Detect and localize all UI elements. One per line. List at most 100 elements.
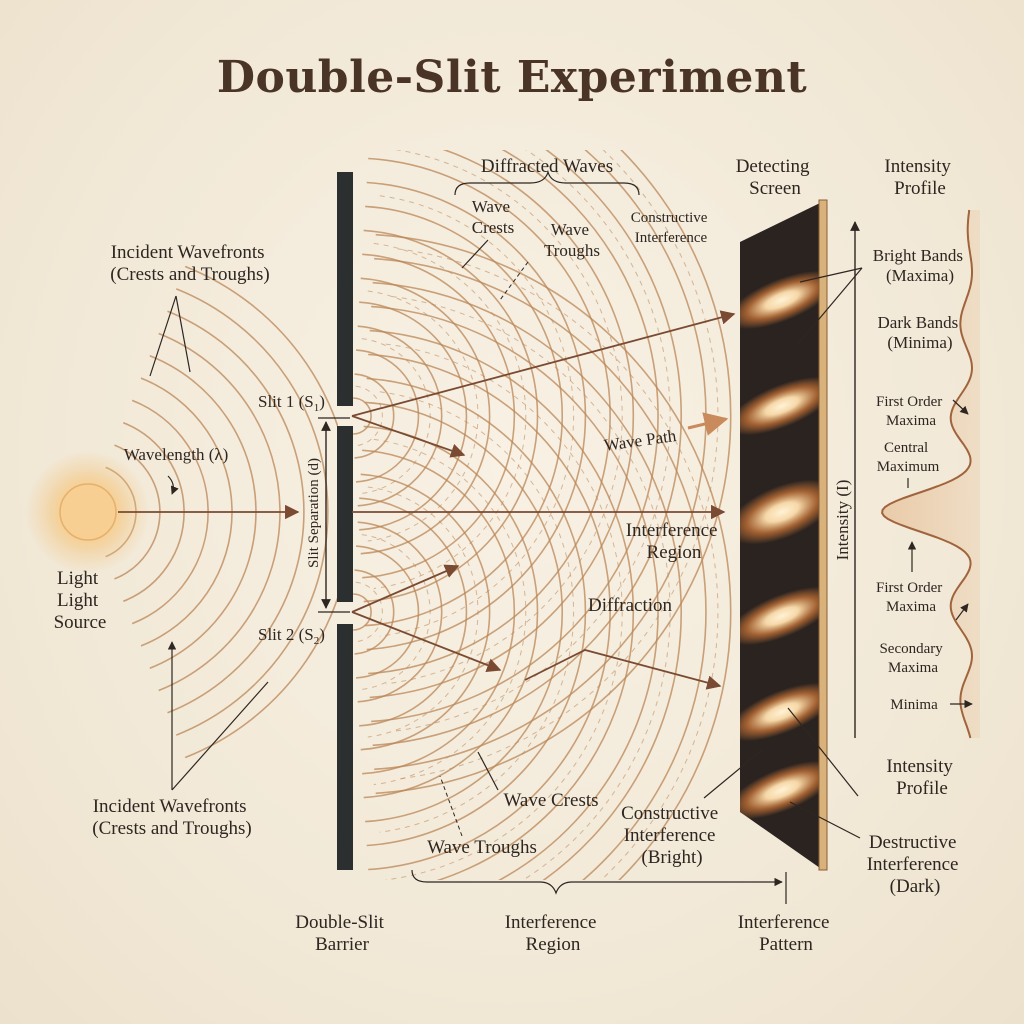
screen-bright-band [740, 760, 820, 820]
diffracted-crest-arc [374, 257, 707, 880]
label-intensity-profile-top: Intensity Profile [884, 156, 955, 199]
ray-s2-up [351, 564, 460, 613]
label-intensity-axis: Intensity (I) [833, 480, 852, 561]
label-central-max: Central Maximum [877, 440, 940, 475]
label-slit-2: Slit 2 (S2) [258, 625, 325, 647]
label-intensity-profile-bottom: Intensity Profile [886, 756, 957, 799]
diffracted-trough-arc [361, 338, 431, 494]
diffracted-crest-arc [357, 521, 443, 703]
diffracted-trough-arc [367, 486, 479, 738]
screen-edge [818, 199, 828, 871]
label-wave-troughs-top: Wave Troughs [544, 220, 600, 260]
label-wave-troughs-bottom: Wave Troughs [427, 837, 537, 858]
diffracted-crest-arc [356, 545, 420, 679]
label-incident-top: Incident Wavefronts (Crests and Troughs) [110, 242, 269, 285]
label-interference-region-bottom: Interference Region [505, 912, 602, 955]
label-wave-crests-bottom: Wave Crests [503, 790, 598, 811]
screen-bright-band [740, 479, 820, 545]
label-constructive-bottom: Constructive Interference (Bright) [621, 803, 723, 868]
label-interference-pattern: Interference Pattern [738, 912, 835, 955]
label-wavelength: Wavelength (λ) [124, 445, 229, 464]
label-incident-bottom: Incident Wavefronts (Crests and Troughs) [92, 796, 251, 839]
diffracted-trough-arc [373, 242, 527, 590]
label-destructive: Destructive Interference (Dark) [867, 832, 964, 897]
label-first-order-bottom: First Order Maxima [876, 580, 946, 615]
diffracted-crest-arc [353, 593, 372, 631]
diffracted-crest-arc [372, 150, 683, 747]
ray-diffraction [524, 649, 722, 690]
diffracted-crest-arc [369, 329, 635, 880]
ray-s1-top [351, 310, 736, 417]
label-wave-crests-top: Wave Crests [472, 197, 515, 237]
diffracted-trough-arc [391, 296, 671, 880]
label-bright-bands: Bright Bands (Maxima) [873, 246, 967, 285]
diffracted-crest-arc [360, 473, 491, 751]
diffracted-crest-arc [365, 401, 563, 823]
diffracted-crest-arc [372, 281, 683, 880]
diffracted-crest-arc [368, 353, 611, 871]
screen-bright-band [740, 376, 820, 436]
diffracted-crest-arc [363, 425, 539, 799]
label-slit-1: Slit 1 (S1) [258, 392, 325, 414]
diffracted-crest-arc [375, 233, 732, 880]
label-constructive-top: Constructive Interference [631, 210, 711, 246]
diffracted-trough-arc [373, 438, 527, 786]
diffracted-crest-arc [366, 181, 587, 651]
diffracted-crest-arc [362, 449, 516, 775]
diffracted-trough-arc [379, 391, 575, 833]
label-minima: Minima [890, 697, 938, 713]
diffracted-trough-arc [355, 581, 383, 643]
label-light-source: Light Light Source [54, 568, 107, 633]
incident-wavefront-arc [167, 310, 305, 714]
detecting-screen [740, 199, 828, 871]
diffracted-trough-arc [361, 534, 431, 690]
label-first-order-top: First Order Maxima [876, 394, 946, 429]
label-barrier: Double-Slit Barrier [295, 912, 388, 955]
diffracted-crest-arc [368, 157, 611, 675]
diffracted-crest-arc [356, 349, 420, 483]
light-source-icon [59, 483, 117, 541]
label-interference-region-mid: Interference Region [626, 520, 723, 563]
leader-lines [149, 239, 973, 839]
diagram-labels: Diffracted Waves Wave Crests Wave Trough… [54, 156, 967, 955]
diffracted-crest-arc [365, 205, 563, 627]
diffracted-trough-arc [385, 150, 623, 685]
double-slit-barrier [337, 172, 353, 870]
label-diffracted-waves: Diffracted Waves [481, 156, 613, 177]
diffracted-crest-arc [359, 301, 468, 531]
diffracted-crest-arc [375, 150, 732, 795]
diffracted-crest-arc [362, 253, 516, 579]
screen-bands [740, 270, 820, 820]
diffracted-crest-arc [357, 325, 443, 507]
screen-bright-band [740, 682, 820, 742]
barrier-middle-segment [337, 426, 353, 602]
label-secondary-max: Secondary Maxima [879, 641, 946, 676]
diffracted-crest-arc [371, 305, 659, 880]
diffracted-crest-arc [360, 277, 491, 555]
label-diffraction: Diffraction [588, 595, 673, 616]
label-detecting-screen: Detecting Screen [736, 156, 815, 199]
screen-bright-band [740, 586, 820, 646]
diffracted-crest-arc [363, 229, 539, 603]
diffracted-waves-brace [454, 169, 640, 196]
interference-region-brace [411, 869, 783, 895]
label-dark-bands: Dark Bands (Minima) [878, 313, 963, 352]
intensity-profile-fill [882, 210, 980, 738]
intensity-profile-curve [881, 209, 974, 739]
diffracted-crest-arc [353, 397, 372, 435]
diffracted-trough-arc [397, 150, 719, 780]
barrier-top-segment [337, 172, 353, 406]
slit-separation-marker [318, 417, 350, 613]
diffracted-crest-arc [366, 377, 587, 847]
diagram-title: Double-Slit Experiment [216, 52, 808, 103]
screen-bright-band [740, 270, 820, 330]
diffracted-trough-arc [355, 385, 383, 447]
diffracted-trough-arc [385, 343, 623, 880]
diffracted-trough-arc [379, 195, 575, 637]
ray-s2-down [351, 611, 502, 672]
wave-path-arrow [687, 412, 729, 436]
incident-wavefront-arc [184, 265, 338, 759]
diffracted-trough-arc [367, 290, 479, 542]
